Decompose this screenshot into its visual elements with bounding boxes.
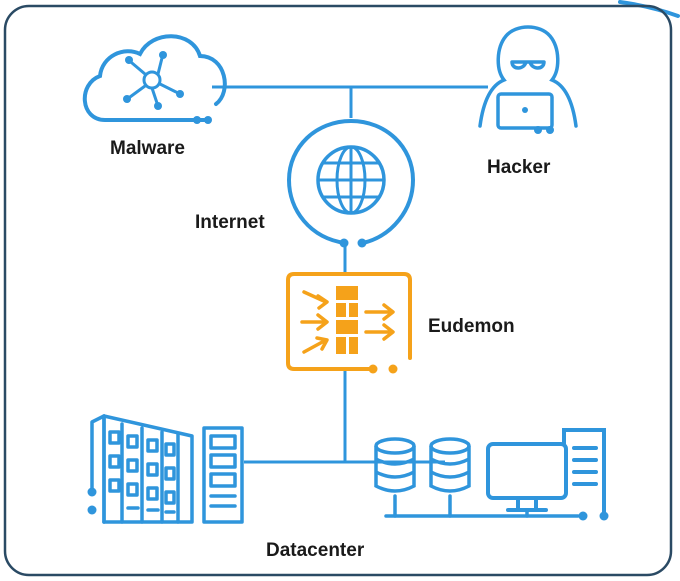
datacenter-bus	[384, 494, 580, 518]
hacker-label: Hacker	[487, 157, 551, 178]
hacker-icon	[478, 25, 578, 134]
internet-label: Internet	[195, 212, 265, 233]
datacenter-label: Datacenter	[266, 540, 365, 561]
rack-port	[87, 505, 97, 515]
diagram-frame	[3, 4, 673, 577]
corner-decoration	[618, 0, 680, 18]
malware-label: Malware	[110, 138, 185, 159]
eudemon-label: Eudemon	[428, 316, 515, 337]
globe-icon	[286, 118, 416, 248]
database-icon	[374, 437, 471, 493]
server-rack-icon	[90, 414, 244, 524]
rack-port	[87, 487, 97, 497]
bus-port	[578, 511, 588, 521]
firewall-icon	[286, 272, 412, 374]
network-hub-icon	[123, 51, 184, 110]
cloud-icon	[82, 34, 227, 124]
bus-port	[599, 511, 609, 521]
monitor-icon	[486, 428, 606, 514]
